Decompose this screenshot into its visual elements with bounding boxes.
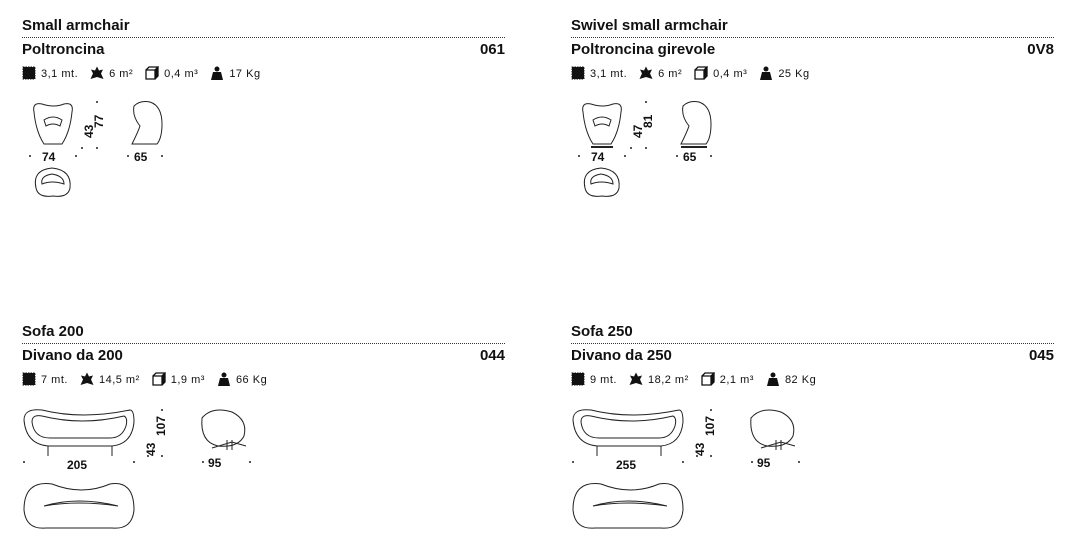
product-code: 061	[479, 41, 505, 58]
volume-amount: 0,4 m³	[164, 68, 199, 80]
dimension-drawing: 74 65 43 77	[22, 92, 505, 242]
product-code: 045	[1028, 347, 1054, 364]
leather-amount: 14,5 m²	[98, 374, 140, 386]
volume-icon	[694, 65, 709, 83]
product-title: Sofa 200	[22, 323, 84, 340]
weight-amount: 82 Kg	[784, 374, 817, 386]
product-title: Swivel small armchair	[571, 17, 728, 34]
specs-row: 3,1 mt. 6 m² 0,4 m³ 17 Kg	[22, 65, 505, 83]
width-dimension: 74	[591, 150, 605, 164]
weight-icon	[210, 66, 224, 83]
weight-amount: 17 Kg	[229, 68, 261, 80]
leather-icon	[90, 66, 104, 83]
dotted-divider	[22, 37, 505, 38]
volume-icon	[145, 65, 160, 83]
fabric-icon	[571, 372, 585, 389]
fabric-amount: 9 mt.	[590, 374, 617, 386]
dimension-drawing: 255 95 43 107	[571, 400, 1054, 550]
weight-icon	[766, 372, 780, 389]
specs-row: 3,1 mt. 6 m² 0,4 m³ 25 Kg	[571, 65, 1054, 83]
dotted-divider	[571, 343, 1054, 344]
width-dimension: 205	[67, 458, 88, 472]
fabric-icon	[22, 372, 36, 389]
fabric-icon	[22, 66, 36, 83]
dimension-drawing: 74 65 47 81	[571, 92, 1054, 242]
product-code: 044	[479, 347, 505, 364]
depth-dimension: 95	[208, 456, 222, 470]
depth-dimension: 65	[683, 150, 697, 164]
volume-amount: 1,9 m³	[170, 374, 205, 386]
product-subtitle: Divano da 200	[22, 347, 123, 364]
volume-amount: 0,4 m³	[713, 68, 748, 80]
product-card: Sofa 250 Divano da 250 045 9 mt. 18,2 m² …	[571, 322, 1054, 550]
seat-height-dimension: 43	[693, 442, 707, 456]
weight-icon	[217, 372, 231, 389]
leather-icon	[639, 66, 653, 83]
fabric-amount: 3,1 mt.	[41, 68, 79, 80]
fabric-amount: 3,1 mt.	[590, 68, 628, 80]
product-subtitle: Poltroncina girevole	[571, 41, 716, 58]
height-dimension: 107	[154, 415, 168, 436]
seat-height-dimension: 43	[144, 442, 158, 456]
width-dimension: 255	[616, 458, 637, 472]
product-code: 0V8	[1027, 41, 1054, 58]
height-dimension: 77	[92, 114, 106, 128]
weight-amount: 66 Kg	[235, 374, 268, 386]
depth-dimension: 95	[757, 456, 771, 470]
leather-amount: 6 m²	[109, 68, 134, 80]
height-dimension: 81	[641, 114, 655, 128]
product-subtitle: Poltroncina	[22, 41, 105, 58]
height-dimension: 107	[703, 415, 717, 436]
product-subtitle: Divano da 250	[571, 347, 672, 364]
weight-icon	[759, 66, 773, 83]
weight-amount: 25 Kg	[778, 68, 810, 80]
product-title: Sofa 250	[571, 323, 633, 340]
specs-row: 9 mt. 18,2 m² 2,1 m³ 82 Kg	[571, 371, 1054, 389]
leather-icon	[80, 372, 94, 389]
dotted-divider	[571, 37, 1054, 38]
product-title: Small armchair	[22, 17, 130, 34]
fabric-icon	[571, 66, 585, 83]
leather-amount: 18,2 m²	[647, 374, 689, 386]
width-dimension: 74	[42, 150, 56, 164]
leather-amount: 6 m²	[658, 68, 683, 80]
product-card: Swivel small armchair Poltroncina girevo…	[571, 16, 1054, 242]
leather-icon	[629, 372, 643, 389]
volume-icon	[701, 371, 715, 389]
product-card: Sofa 200 Divano da 200 044 7 mt. 14,5 m² …	[22, 322, 505, 550]
dotted-divider	[22, 343, 505, 344]
dimension-drawing: 205 95 43 107	[22, 400, 505, 550]
volume-amount: 2,1 m³	[719, 374, 754, 386]
volume-icon	[152, 371, 166, 389]
depth-dimension: 65	[134, 150, 148, 164]
specs-row: 7 mt. 14,5 m² 1,9 m³ 66 Kg	[22, 371, 505, 389]
product-card: Small armchair Poltroncina 061 3,1 mt. 6 …	[22, 16, 505, 242]
fabric-amount: 7 mt.	[41, 374, 68, 386]
